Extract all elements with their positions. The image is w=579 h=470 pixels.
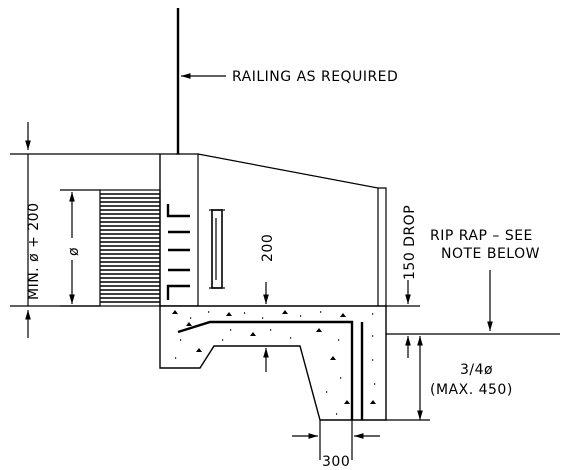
concrete-apron: [159, 305, 387, 421]
svg-text:300: 300: [322, 454, 350, 470]
svg-text:200: 200: [260, 234, 276, 262]
dim-200: 200: [260, 234, 276, 372]
riprap-note: RIP RAP – SEE NOTE BELOW: [430, 228, 540, 331]
headwall: [159, 153, 387, 307]
railing: [176, 8, 180, 155]
drop-dimension: 150 DROP: [386, 205, 420, 358]
svg-text:3/4ø: 3/4ø: [460, 362, 493, 378]
svg-text:(MAX. 450): (MAX. 450): [430, 382, 513, 398]
pipe: [99, 189, 161, 307]
svg-text:150 DROP: 150 DROP: [402, 205, 418, 280]
svg-text:NOTE BELOW: NOTE BELOW: [441, 246, 540, 262]
railing-label: RAILING AS REQUIRED: [232, 69, 398, 85]
svg-text:RIP RAP – SEE: RIP RAP – SEE: [430, 228, 533, 244]
dim-300: 300: [292, 420, 380, 470]
svg-text:MIN. ø + 200: MIN. ø + 200: [26, 203, 42, 301]
svg-text:ø: ø: [66, 247, 82, 256]
depth-dimension: 3/4ø (MAX. 450): [386, 336, 513, 421]
dia-dimension: ø: [60, 189, 100, 307]
